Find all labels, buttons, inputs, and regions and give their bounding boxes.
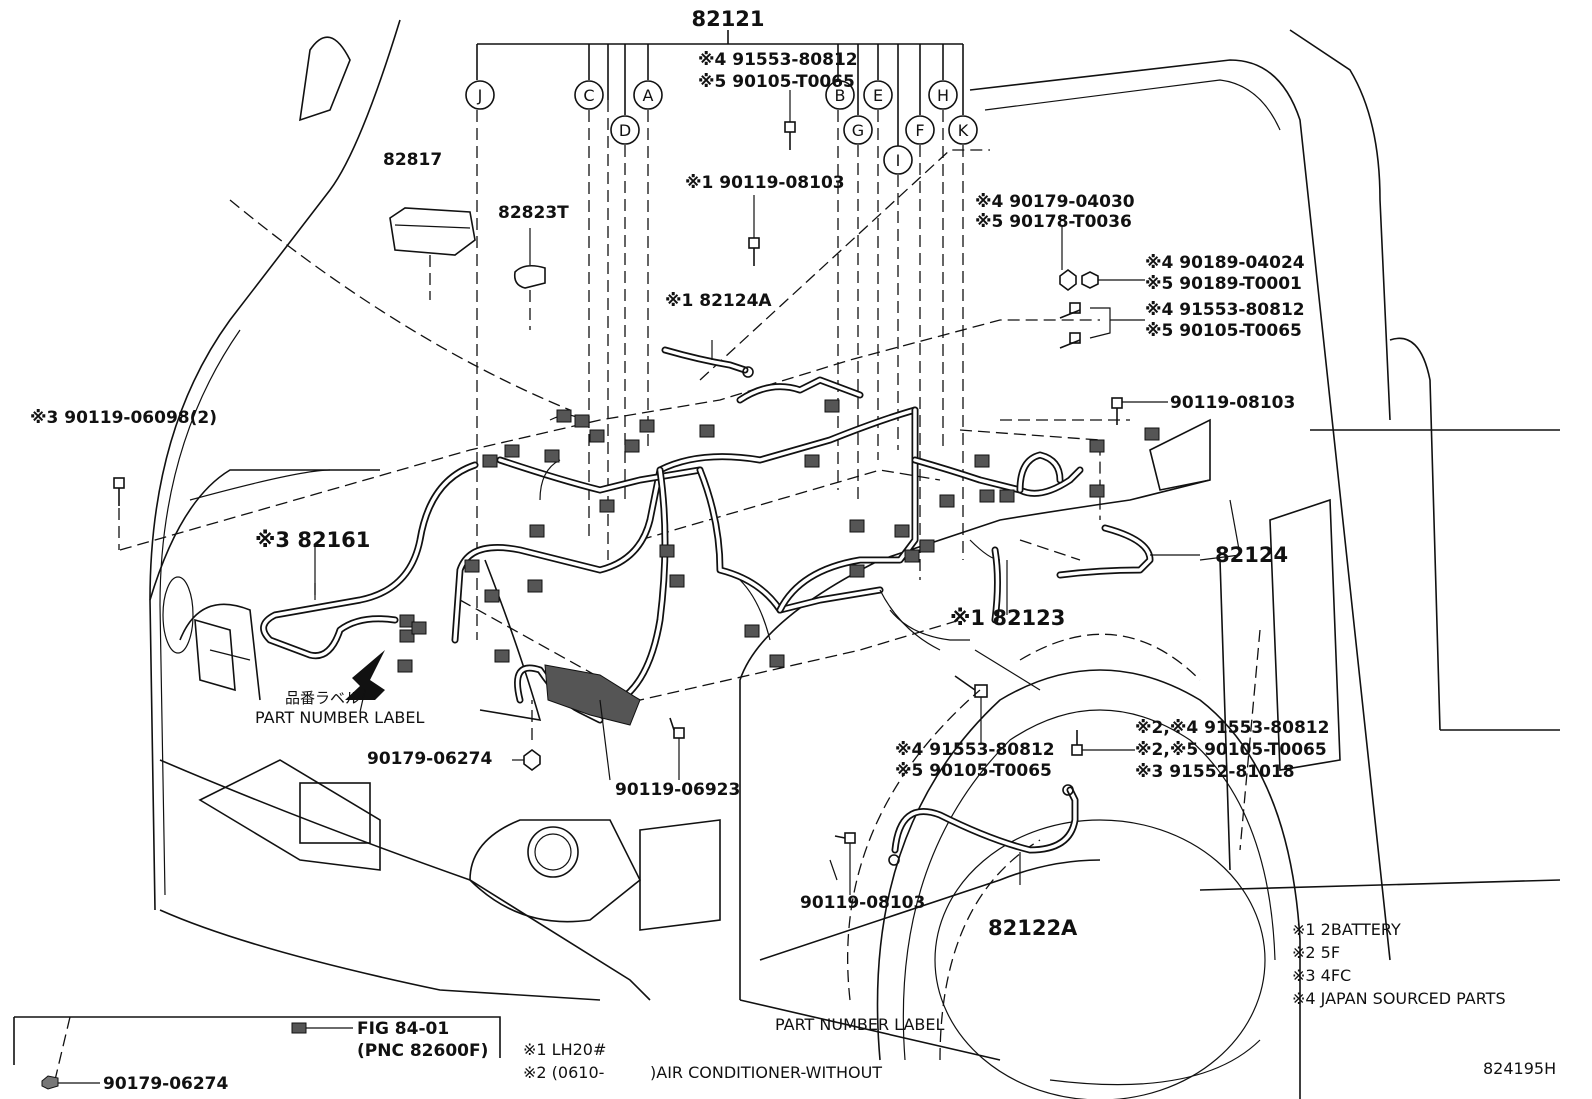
label-bolt-gnd-24: ※2,※4 91553-80812 (1135, 718, 1329, 738)
circle-c: C (574, 80, 604, 110)
circle-e: E (863, 80, 893, 110)
cable-82124 (1056, 524, 1200, 579)
label-82817: 82817 (383, 150, 442, 170)
circle-f: F (905, 115, 935, 145)
circle-b: B (825, 80, 855, 110)
cable-82122A (888, 784, 1079, 885)
svg-text:B: B (835, 86, 846, 105)
circle-d: D (610, 115, 640, 145)
label-bolt-left: ※3 90119-06098(2) (30, 408, 217, 428)
bracket-82823T (513, 228, 546, 330)
label-bolt-08103-b: 90119-08103 (800, 893, 925, 913)
label-bolt-08103-top: ※1 90119-08103 (685, 173, 845, 193)
circle-h: H (928, 80, 958, 110)
bolt-icon (113, 477, 125, 550)
bolt-icon (954, 675, 988, 745)
circle-j: J (465, 80, 495, 110)
label-part-number-jp: 品番ラベル (285, 689, 360, 707)
label-bolt-mid-4: ※4 91553-80812 (895, 740, 1055, 760)
svg-text:C: C (583, 86, 594, 105)
label-clip-5: ※5 90189-T0001 (1145, 274, 1302, 294)
cable-82124A (661, 340, 754, 378)
svg-text:I: I (896, 151, 901, 170)
label-part-number-bottom: PART NUMBER LABEL (775, 1015, 944, 1034)
label-82124a: ※1 82124A (665, 291, 772, 311)
part-labels: 82121 82817 82823T ※4 91553-80812 ※5 901… (30, 7, 1329, 1034)
label-clip-4: ※4 90189-04024 (1145, 253, 1305, 273)
inset-panel: FIG 84-01 (PNC 82600F) 90179-06274 (13, 1016, 501, 1094)
circle-i: I (883, 145, 913, 175)
label-bolt-gnd-3: ※3 91552-81018 (1135, 762, 1295, 782)
bolt-icon (1059, 302, 1145, 349)
bolt-icon (669, 717, 685, 780)
svg-text:K: K (958, 121, 969, 140)
bolt-icon (784, 90, 796, 150)
label-part-number: PART NUMBER LABEL (255, 708, 424, 727)
svg-text:F: F (915, 121, 924, 140)
cable-82123 (889, 546, 1001, 641)
label-bolt-08103-r: 90119-08103 (1170, 393, 1295, 413)
label-82124: 82124 (1215, 543, 1288, 567)
label-nut-5: ※5 90178-T0036 (975, 212, 1132, 232)
label-leaders (314, 499, 1241, 881)
harness-82161 (260, 461, 479, 660)
engine-room-harness (451, 376, 1084, 724)
legend-item-3: ※3 4FC (1292, 966, 1351, 985)
footnote-2: ※2 (0610- (523, 1063, 604, 1082)
label-top-bolt-5: ※5 90105-T0065 (698, 72, 855, 92)
label-leader (359, 689, 366, 713)
figure-id: 824195H (1483, 1059, 1556, 1078)
label-82161: ※3 82161 (255, 528, 370, 552)
legend-item-2: ※2 5F (1292, 943, 1340, 962)
bolt-icon (1111, 397, 1168, 425)
svg-text:A: A (643, 86, 654, 105)
footnote-2b: )AIR CONDITIONER-WITHOUT (650, 1063, 882, 1082)
label-fig-ref: FIG 84-01 (357, 1019, 449, 1039)
legend-item-4: ※4 JAPAN SOURCED PARTS (1292, 989, 1506, 1008)
label-nut-4: ※4 90179-04030 (975, 192, 1135, 212)
label-bolt-gnd-25: ※2,※5 90105-T0065 (1135, 740, 1327, 760)
svg-text:E: E (873, 86, 883, 105)
label-82123: ※1 82123 (950, 606, 1065, 630)
label-82823t: 82823T (498, 203, 569, 223)
label-top-bolt-4: ※4 91553-80812 (698, 50, 858, 70)
circle-a: A (633, 80, 663, 110)
arrow-icon (345, 650, 385, 700)
circle-k: K (948, 115, 978, 145)
label-bolt-06923: 90119-06923 (615, 780, 740, 800)
label-bolt-mid-5: ※5 90105-T0065 (895, 761, 1052, 781)
harness-letter-circles: J C D A B E G I F H K (465, 80, 978, 175)
label-bolt-r-4: ※4 91553-80812 (1145, 300, 1305, 320)
svg-text:H: H (937, 86, 949, 105)
label-fig-pnc: (PNC 82600F) (357, 1041, 488, 1061)
nut-icon (512, 700, 541, 771)
legend-item-1: ※1 2BATTERY (1292, 920, 1401, 939)
connector-icons (397, 399, 1160, 726)
label-82121: 82121 (691, 7, 764, 31)
bolt-icon (748, 195, 760, 266)
vehicle-body-outline (149, 19, 1561, 1099)
connector-icon (291, 1022, 307, 1034)
nut-icon (41, 1075, 59, 1090)
label-nut-06274: 90179-06274 (367, 749, 493, 769)
svg-text:G: G (852, 121, 864, 140)
relay-block-82817 (389, 207, 476, 300)
label-82122a: 82122A (988, 916, 1078, 940)
label-inset-nut: 90179-06274 (103, 1074, 229, 1094)
label-bolt-r-5: ※5 90105-T0065 (1145, 321, 1302, 341)
bolt-icon (1071, 730, 1135, 756)
nut-icon (1059, 225, 1145, 291)
bottom-footnotes: ※1 LH20# ※2 (0610- )AIR CONDITIONER-WITH… (523, 1040, 882, 1082)
bolt-icon (834, 832, 856, 895)
legend: ※1 2BATTERY ※2 5F ※3 4FC ※4 JAPAN SOURCE… (1292, 920, 1506, 1008)
footnote-1: ※1 LH20# (523, 1040, 606, 1059)
svg-text:D: D (619, 121, 631, 140)
circle-g: G (843, 115, 873, 145)
svg-text:J: J (477, 86, 483, 105)
